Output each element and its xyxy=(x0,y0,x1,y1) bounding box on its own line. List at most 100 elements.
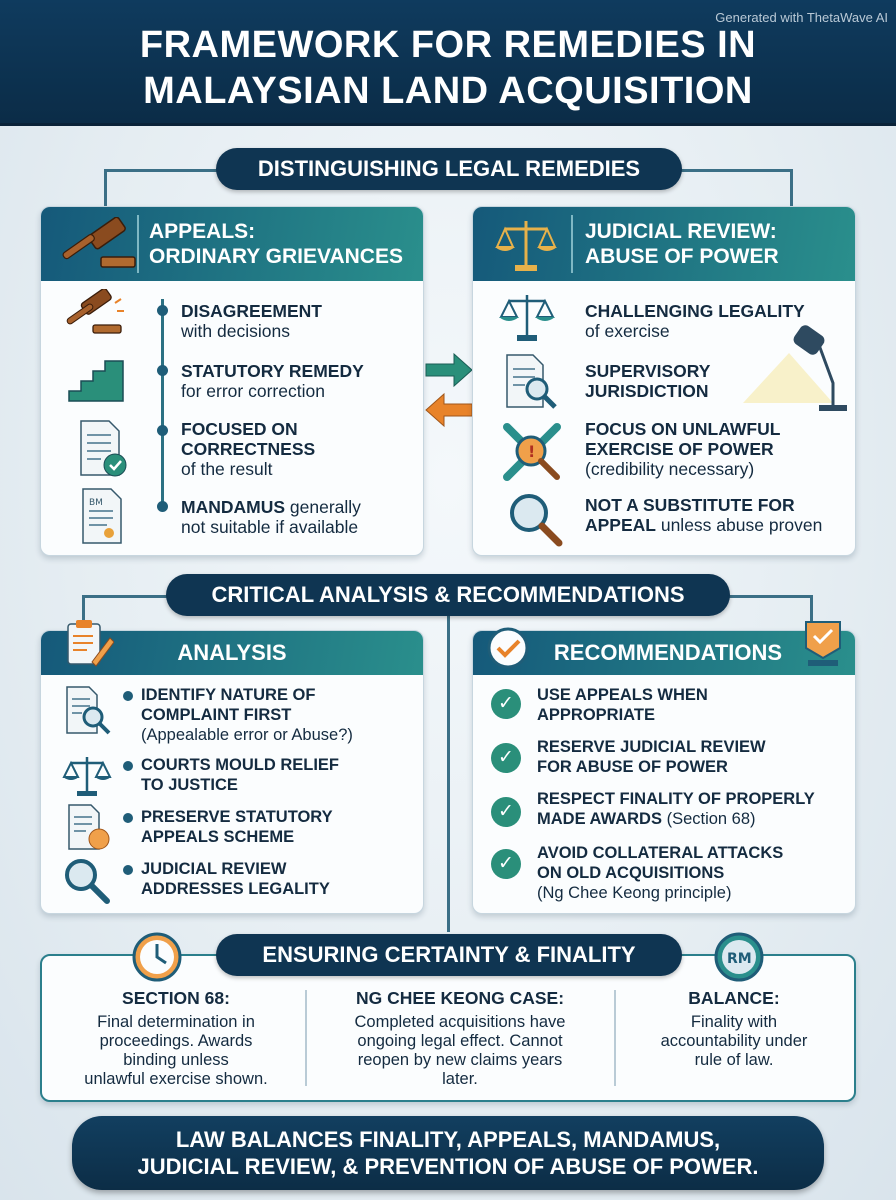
column-line: accountability under xyxy=(660,1032,808,1050)
column-text: Completed acquisitions have ongoing lega… xyxy=(310,1013,610,1089)
divider xyxy=(571,215,573,273)
column-line: Final determination in xyxy=(97,1013,255,1031)
recommendation-title: RESPECT FINALITY OF PROPERLY xyxy=(537,790,815,808)
check-icon: ✓ xyxy=(491,797,521,827)
column-divider xyxy=(614,990,616,1086)
made-awards-label: MADE AWARDS xyxy=(537,810,662,828)
analysis-item-title: COURTS MOULD RELIEF xyxy=(141,756,339,774)
rm-label: RM xyxy=(727,951,752,967)
timeline-dot xyxy=(157,501,168,512)
appeals-item-title-2: CORRECTNESS xyxy=(181,439,316,459)
recommendation-title-2: MADE AWARDS (Section 68) xyxy=(537,809,756,829)
document-search-icon xyxy=(66,686,111,735)
document-check-icon xyxy=(80,420,127,477)
exchange-arrows-icon xyxy=(425,352,473,428)
certainty-finality-panel xyxy=(40,954,856,1102)
appeals-card: APPEALS: ORDINARY GRIEVANCES DISAGREEMEN… xyxy=(40,206,424,556)
analysis-item-title-2: ADDRESSES LEGALITY xyxy=(141,880,330,898)
clock-icon xyxy=(132,932,182,982)
recommendation-title-2: ON OLD ACQUISITIONS xyxy=(537,864,725,882)
column-text: Finality with accountability under rule … xyxy=(620,1013,848,1070)
award-badge-icon xyxy=(805,621,841,666)
judicial-item-title-2: APPEAL unless abuse proven xyxy=(585,515,822,535)
magnifier-icon xyxy=(510,494,563,547)
check-icon: ✓ xyxy=(491,849,521,879)
judicial-item-title-2: JURISDICTION xyxy=(585,381,709,401)
title-banner xyxy=(0,0,896,126)
timeline-dot xyxy=(157,305,168,316)
recommendation-title: RESERVE JUDICIAL REVIEW xyxy=(537,738,766,756)
appeals-item-sub: with decisions xyxy=(181,321,290,341)
mandamus-label: MANDAMUS xyxy=(181,497,286,517)
appeals-item-sub: not suitable if available xyxy=(181,517,359,537)
gavel-icon xyxy=(62,217,136,268)
appeals-title: APPEALS: ORDINARY GRIEVANCES xyxy=(149,219,403,269)
divider xyxy=(137,215,139,273)
bullet xyxy=(123,761,133,771)
connector-line xyxy=(82,595,85,631)
title-line-1: FRAMEWORK FOR REMEDIES IN xyxy=(139,24,757,66)
footer-line-2: JUDICIAL REVIEW, & PREVENTION OF ABUSE O… xyxy=(137,1154,759,1179)
column-title: BALANCE: xyxy=(688,988,780,1008)
scales-of-justice-icon xyxy=(495,221,557,271)
watermark: Generated with ThetaWave AI xyxy=(715,10,888,25)
column-line: binding unless xyxy=(123,1051,229,1069)
judicial-item-sub: of exercise xyxy=(585,321,670,341)
check-icon: ✓ xyxy=(491,689,521,719)
scales-of-justice-icon xyxy=(62,757,112,796)
certificate-document-icon: BM xyxy=(82,488,122,544)
recommendations-card-header xyxy=(473,631,855,675)
title-line-2: MALAYSIAN LAND ACQUISITION xyxy=(143,70,753,112)
section-heading-analysis: CRITICAL ANALYSIS & RECOMMENDATIONS xyxy=(166,574,730,616)
check-circle-icon xyxy=(487,627,529,669)
analysis-item-title-2: TO JUSTICE xyxy=(141,776,238,794)
judicial-item-title: CHALLENGING LEGALITY xyxy=(585,301,805,321)
column-title: NG CHEE KEONG CASE: xyxy=(355,988,565,1008)
judicial-title: JUDICIAL REVIEW: ABUSE OF POWER xyxy=(585,219,779,269)
column-line: later. xyxy=(442,1070,478,1088)
judicial-item-title: NOT A SUBSTITUTE FOR xyxy=(585,495,795,515)
document-badge-icon xyxy=(68,804,110,850)
analysis-item-sub: (Appealable error or Abuse?) xyxy=(141,726,353,744)
stairs-icon xyxy=(68,360,124,402)
clipboard-pencil-icon xyxy=(67,620,114,667)
svg-text:!: ! xyxy=(528,442,535,461)
section-68-inline: (Section 68) xyxy=(661,810,756,828)
column-text: Final determination in proceedings. Awar… xyxy=(50,1013,302,1089)
timeline-dot xyxy=(157,365,168,376)
connector-line xyxy=(724,595,812,598)
appeals-title-line-1: APPEALS: xyxy=(149,220,256,243)
timeline-dot xyxy=(157,425,168,436)
column-title: SECTION 68: xyxy=(122,988,230,1008)
analysis-item-title: PRESERVE STATUTORY xyxy=(141,808,333,826)
judicial-review-card: JUDICIAL REVIEW: ABUSE OF POWER CHALLENG… xyxy=(472,206,856,556)
column-line: proceedings. Awards xyxy=(99,1032,253,1050)
recommendation-title-2: APPROPRIATE xyxy=(537,706,655,724)
connector-line xyxy=(676,169,792,172)
column-line: ongoing legal effect. Cannot xyxy=(357,1032,563,1050)
analysis-card: ANALYSIS IDENTIFY NATURE OF COMPLAINT FI… xyxy=(40,630,424,914)
column-divider xyxy=(305,990,307,1086)
desk-lamp-icon xyxy=(743,325,847,411)
analysis-item-title: IDENTIFY NATURE OF xyxy=(141,686,316,704)
column-line: rule of law. xyxy=(694,1051,774,1069)
connector-line xyxy=(810,595,813,631)
page-title: FRAMEWORK FOR REMEDIES IN MALAYSIAN LAND… xyxy=(0,22,896,114)
appeal-label: APPEAL xyxy=(585,515,656,535)
section-heading-remedies: DISTINGUISHING LEGAL REMEDIES xyxy=(216,148,682,190)
magnifier-icon xyxy=(65,859,110,904)
analysis-item-title-2: APPEALS SCHEME xyxy=(141,828,295,846)
column-line: reopen by new claims years xyxy=(357,1051,563,1069)
currency-coin-icon: RM xyxy=(714,932,764,982)
judicial-item-title: SUPERVISORY xyxy=(585,361,711,381)
ng-chee-keong-column: NG CHEE KEONG CASE: Completed acquisitio… xyxy=(310,988,610,1089)
connector-line xyxy=(447,612,450,932)
recommendation-title: AVOID COLLATERAL ATTACKS xyxy=(537,844,784,862)
document-search-icon xyxy=(506,354,557,409)
analysis-item-title: JUDICIAL REVIEW xyxy=(141,860,287,878)
recommendation-title-2: FOR ABUSE OF POWER xyxy=(537,758,728,776)
scales-of-justice-icon xyxy=(499,295,555,341)
appeals-item-title: FOCUSED ON xyxy=(181,419,298,439)
footer-banner xyxy=(72,1116,824,1190)
bullet xyxy=(123,865,133,875)
